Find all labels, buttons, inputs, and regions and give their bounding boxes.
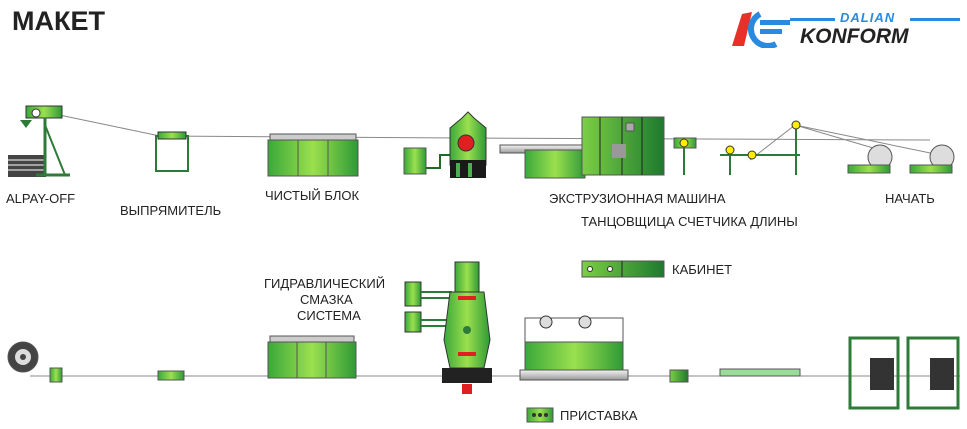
label-straightener: ВЫПРЯМИТЕЛЬ	[120, 203, 222, 218]
bottom-take-up	[848, 336, 960, 410]
attachment-icon	[526, 407, 554, 423]
label-extruder: ЭКСТРУЗИОННАЯ МАШИНА	[549, 191, 726, 206]
label-payoff: ALPAY-OFF	[6, 191, 76, 206]
logo-dalian-text: DALIAN	[840, 10, 896, 25]
clean-block-machine	[267, 133, 359, 177]
cabinet-icon	[581, 260, 665, 278]
label-dancer: ТАНЦОВЩИЦА СЧЕТЧИКА ДЛИНЫ	[581, 214, 798, 229]
tank	[403, 147, 450, 175]
vertical-press	[442, 261, 492, 394]
dancer-length-counter	[673, 120, 801, 175]
bottom-payoff	[7, 341, 185, 383]
bottom-cooling	[669, 368, 801, 383]
page-title: МАКЕТ	[12, 6, 105, 36]
straightener-machine	[155, 131, 189, 172]
label-attachment: ПРИСТАВКА	[560, 408, 638, 423]
payoff-machine	[8, 105, 70, 177]
label-start: НАЧАТЬ	[885, 191, 935, 206]
extrusion-head	[449, 111, 487, 178]
label-cabinet: КАБИНЕТ	[672, 262, 733, 277]
take-up-winders	[847, 144, 955, 174]
label-hydraulic-3: СИСТЕМА	[297, 308, 361, 323]
konform-logo: DALIAN KONFORM	[730, 8, 960, 49]
logo-konform-text: KONFORM	[800, 25, 909, 48]
label-clean-block: ЧИСТЫЙ БЛОК	[265, 188, 360, 203]
hydraulic-lubrication-system	[267, 281, 452, 379]
bottom-extruder	[519, 315, 629, 381]
label-hydraulic-2: СМАЗКА	[300, 292, 353, 307]
label-hydraulic-1: ГИДРАВЛИЧЕСКИЙ	[264, 276, 386, 291]
extruder-machine	[499, 116, 665, 179]
